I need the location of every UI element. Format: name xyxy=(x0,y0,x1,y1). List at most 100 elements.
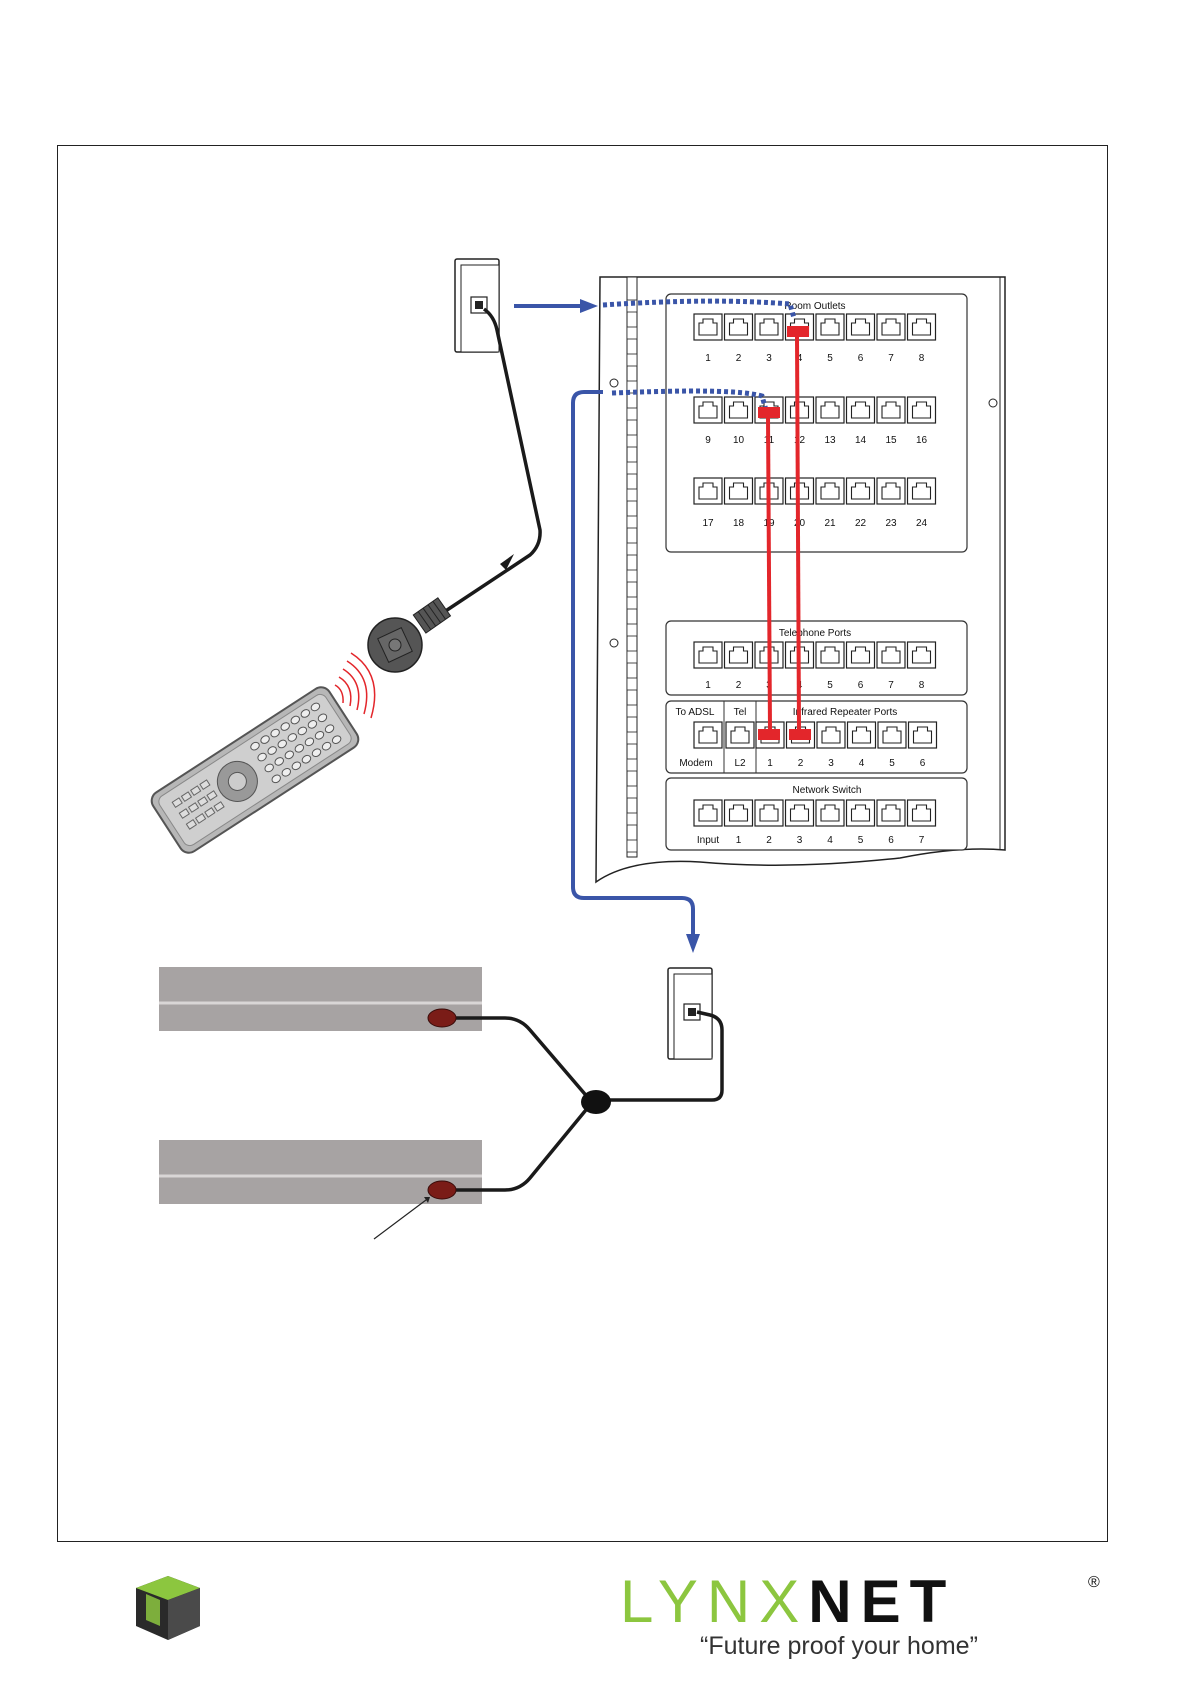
port-label: 3 xyxy=(766,353,772,364)
port-label: 2 xyxy=(766,835,772,846)
hinge-knuckle xyxy=(627,705,637,717)
hinge-knuckle xyxy=(627,354,637,366)
port-label: 1 xyxy=(736,835,742,846)
port-jack xyxy=(694,478,722,504)
port-jack xyxy=(816,800,844,826)
port-jack xyxy=(877,397,905,423)
ir-emitter-2 xyxy=(428,1181,456,1199)
port-label: 4 xyxy=(827,835,833,846)
port-label: 9 xyxy=(705,435,711,446)
port-label: 16 xyxy=(916,435,928,446)
remote-control-icon xyxy=(148,683,362,856)
to-adsl-label: To ADSL xyxy=(676,707,715,718)
port-jack xyxy=(786,800,814,826)
port-jack xyxy=(816,642,844,668)
hinge-knuckle xyxy=(627,840,637,852)
port-label: 24 xyxy=(916,518,928,529)
port-label: 5 xyxy=(827,353,833,364)
brand-tagline: “Future proof your home” xyxy=(700,1632,978,1661)
port-label: 21 xyxy=(824,518,836,529)
port-label: 7 xyxy=(888,353,894,364)
port-jack xyxy=(847,478,875,504)
telephone-ports-title: Telephone Ports xyxy=(779,628,851,639)
hinge-knuckle xyxy=(627,732,637,744)
port-jack xyxy=(725,800,753,826)
hinge-knuckle xyxy=(627,786,637,798)
room-outlets-title: Room Outlets xyxy=(784,301,845,312)
port-jack xyxy=(908,642,936,668)
port-label: 5 xyxy=(858,835,864,846)
port-jack xyxy=(725,478,753,504)
hinge-knuckle xyxy=(627,813,637,825)
hinge-knuckle xyxy=(627,516,637,528)
port-jack xyxy=(847,397,875,423)
hinge-knuckle xyxy=(627,435,637,447)
port-label: 8 xyxy=(919,353,925,364)
hinge xyxy=(627,300,637,852)
hinge-knuckle xyxy=(627,327,637,339)
hinge-knuckle xyxy=(627,408,637,420)
port-jack xyxy=(816,478,844,504)
port-label: 23 xyxy=(885,518,897,529)
port-label: 17 xyxy=(702,518,714,529)
hinge-knuckle xyxy=(627,489,637,501)
tel-label: Tel xyxy=(734,707,747,718)
hinge-knuckle xyxy=(627,597,637,609)
lynxnet-cube-logo-icon xyxy=(130,1570,204,1644)
port-jack xyxy=(725,642,753,668)
port-jack xyxy=(694,800,722,826)
port-label: 7 xyxy=(919,835,925,846)
port-label: 6 xyxy=(888,835,894,846)
port-label: 6 xyxy=(858,353,864,364)
hinge-knuckle xyxy=(627,759,637,771)
port-jack xyxy=(848,722,876,748)
port-label: 22 xyxy=(855,518,867,529)
port-jack xyxy=(725,314,753,340)
port-label: Input xyxy=(697,835,719,846)
port-label: 2 xyxy=(736,680,742,691)
infrared-repeater-title: Infrared Repeater Ports xyxy=(793,707,898,718)
lynxnet-logo: LYNXNET ® “Future proof your home” xyxy=(620,1572,1110,1662)
l2-label: L2 xyxy=(734,758,746,769)
port-jack xyxy=(816,397,844,423)
port-jack xyxy=(755,314,783,340)
port-jack xyxy=(878,722,906,748)
port-label: 18 xyxy=(733,518,745,529)
hinge-knuckle xyxy=(627,570,637,582)
port-label: 13 xyxy=(824,435,836,446)
hinge-knuckle xyxy=(627,651,637,663)
hinge-knuckle xyxy=(627,543,637,555)
registered-mark: ® xyxy=(1088,1574,1100,1592)
port-jack xyxy=(847,800,875,826)
hinge-knuckle xyxy=(627,624,637,636)
port-jack xyxy=(908,478,936,504)
port-label: 15 xyxy=(885,435,897,446)
pointer-line xyxy=(374,1200,426,1239)
port-jack xyxy=(877,642,905,668)
wall-outlet-icon xyxy=(455,259,499,352)
ir-emitter-1 xyxy=(428,1009,456,1027)
port-label: 1 xyxy=(705,353,711,364)
ir-receiver-icon xyxy=(368,598,450,672)
port-jack xyxy=(816,314,844,340)
cable-splitter xyxy=(581,1090,611,1114)
port-label: 3 xyxy=(828,758,834,769)
brand-name-net: NET xyxy=(808,1568,955,1635)
port-jack xyxy=(817,722,845,748)
port-jack xyxy=(877,478,905,504)
port-jack xyxy=(847,314,875,340)
port-label: 7 xyxy=(888,680,894,691)
brand-name-lynx: LYNX xyxy=(620,1568,808,1635)
port-label: 6 xyxy=(858,680,864,691)
port-label: 1 xyxy=(767,758,773,769)
port-jack xyxy=(908,314,936,340)
port-label: 10 xyxy=(733,435,745,446)
port-jack xyxy=(847,642,875,668)
port-jack xyxy=(694,642,722,668)
port-jack xyxy=(908,397,936,423)
network-switch-title: Network Switch xyxy=(793,785,862,796)
hinge-knuckle xyxy=(627,678,637,690)
port-label: 8 xyxy=(919,680,925,691)
port-label: 1 xyxy=(705,680,711,691)
